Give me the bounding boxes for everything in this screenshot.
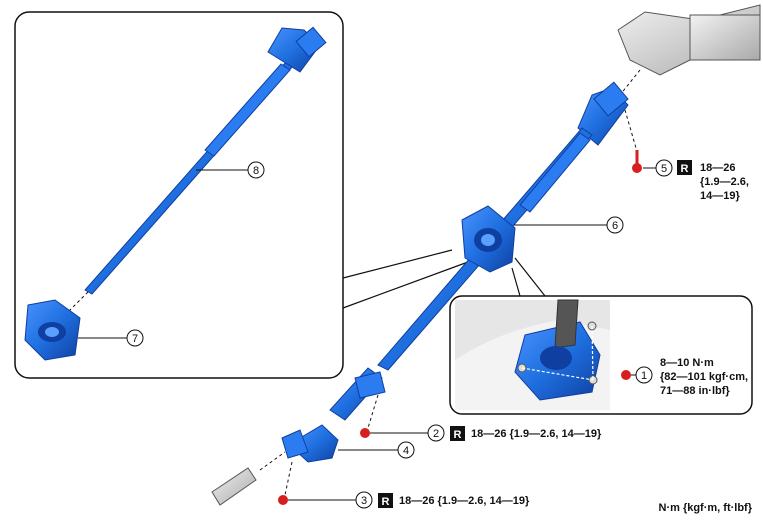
callout-number: 4: [403, 445, 409, 457]
torque-2: 18—26 {1.9—2.6, 14—19}: [471, 428, 602, 440]
callout-7: 7: [126, 329, 144, 347]
torque-5-line2: {1.9—2.6,: [700, 176, 749, 188]
bolt-5-icon: [632, 150, 642, 173]
callout-6: 6: [606, 216, 624, 234]
callout-3: 3: [355, 491, 373, 509]
torque-1-line1: 8—10 N·m: [660, 357, 714, 369]
callout-number: 7: [132, 333, 138, 345]
dashed-guide: [624, 109, 637, 149]
dashed-guide: [367, 394, 379, 429]
bolt-2-icon: [360, 428, 370, 438]
upper-yoke: [577, 81, 629, 146]
intermediate-shaft-detail: [84, 26, 327, 295]
svg-text:R: R: [681, 163, 689, 175]
bolt-3-icon: [278, 495, 288, 505]
inset-boot-view: [455, 299, 610, 410]
steering-column: [617, 4, 761, 76]
callout-number: 1: [641, 370, 647, 382]
dashed-guide: [619, 69, 641, 96]
detail-connector-line: [342, 261, 469, 309]
torque-1-line2: {82—101 kgf·cm,: [660, 371, 748, 383]
gear-input-shaft: [211, 467, 257, 506]
torque-1-line3: 71—88 in·lbf}: [660, 385, 730, 397]
bolt-1-icon: [621, 370, 631, 380]
callout-5: 5: [655, 159, 673, 177]
callout-4: 4: [397, 441, 415, 459]
reuse-badge-5: R: [677, 160, 692, 175]
torque-5-line1: 18—26: [700, 162, 735, 174]
callout-2: 2: [427, 424, 445, 442]
callout-number: 2: [433, 428, 439, 440]
units-note: N·m {kgf·m, ft·lbf}: [659, 502, 753, 514]
svg-text:R: R: [382, 496, 390, 508]
callout-1: 1: [635, 366, 653, 384]
lower-yoke: [281, 367, 386, 463]
callout-number: 6: [612, 220, 618, 232]
reuse-badge-2: R: [450, 426, 465, 441]
callout-number: 8: [253, 165, 259, 177]
detail-connector-line: [514, 257, 546, 297]
callout-number: 5: [661, 163, 667, 175]
dust-cover-detail: [24, 299, 81, 361]
reuse-badge-3: R: [378, 493, 393, 508]
detail-connector-line: [511, 267, 521, 297]
detail-connector-line: [342, 249, 453, 279]
dust-boot: [461, 205, 516, 273]
dashed-guide: [284, 461, 293, 496]
dashed-guide: [259, 451, 286, 471]
torque-3: 18—26 {1.9—2.6, 14—19}: [399, 495, 530, 507]
svg-text:R: R: [454, 429, 462, 441]
callout-number: 3: [361, 495, 367, 507]
callout-8: 8: [247, 161, 265, 179]
torque-5-line3: 14—19}: [700, 190, 740, 202]
